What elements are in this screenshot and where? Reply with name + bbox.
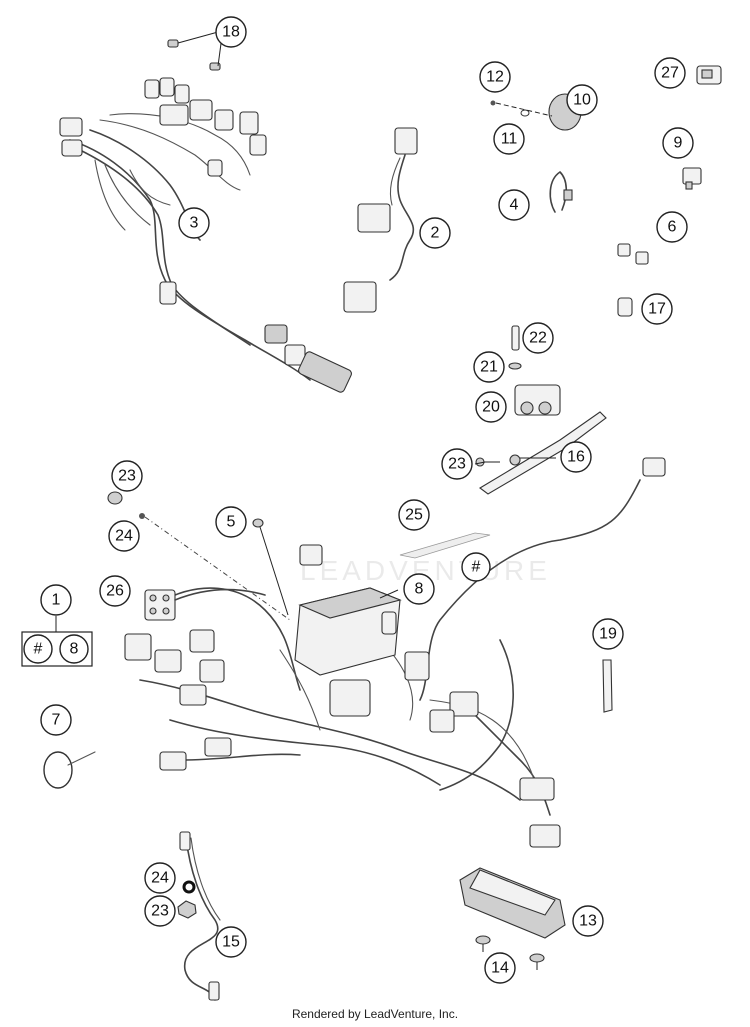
svg-text:#: # [34,641,43,658]
kit-1-box [21,631,93,667]
part-25-label [399,532,491,559]
callout-15: 15 [215,926,247,958]
callout-hash: # [461,552,491,582]
svg-text:5: 5 [227,514,236,531]
callout-23-bracket: 23 [441,448,473,480]
svg-text:6: 6 [668,219,677,236]
svg-text:8: 8 [70,641,79,658]
svg-text:9: 9 [674,135,683,152]
svg-text:2: 2 [431,225,440,242]
callout-4: 4 [498,189,530,221]
part-9-connector [682,167,702,190]
part-13-control-unit [459,867,566,939]
svg-text:23: 23 [448,456,466,473]
parts-20-22-holder [508,325,561,416]
svg-text:8: 8 [415,581,424,598]
callout-24-top-left: 24 [108,520,140,552]
callout-17: 17 [641,293,673,325]
svg-text:16: 16 [567,449,585,466]
callout-9: 9 [662,127,694,159]
callout-11: 11 [493,123,525,155]
callout-3: 3 [178,207,210,239]
callout-12: 12 [479,61,511,93]
svg-text:18: 18 [222,24,240,41]
part-15-ground-cable [177,831,221,1001]
callout-5: 5 [215,506,247,538]
part-17-fuse [617,297,633,317]
callout-1: 1 [40,584,72,616]
svg-text:27: 27 [661,65,679,82]
svg-text:17: 17 [648,301,666,318]
callout-24-bottom: 24 [144,862,176,894]
svg-text:3: 3 [190,215,199,232]
part-27-relay [696,65,722,85]
svg-text:26: 26 [106,583,124,600]
svg-text:12: 12 [486,69,504,86]
callout-8: 8 [403,573,435,605]
part-8-main-harness [124,457,666,848]
part-6-terminals [617,243,649,265]
svg-text:24: 24 [115,528,133,545]
part-26-connector [144,588,266,621]
svg-text:23: 23 [118,468,136,485]
callout-8-in-kit: 8 [59,634,89,664]
svg-text:11: 11 [501,131,518,148]
part-19-strap [602,659,613,713]
callout-10: 10 [566,84,598,116]
leader-lines [55,457,556,632]
callout-13: 13 [572,905,604,937]
svg-text:24: 24 [151,870,169,887]
part-18-sensors [167,31,223,71]
svg-text:4: 4 [510,197,519,214]
svg-text:15: 15 [222,934,240,951]
footer-credit: Rendered by LeadVenture, Inc. [291,1007,459,1021]
part-2-small-harness [343,127,418,313]
part-16-bracket [475,411,607,495]
callout-7: 7 [40,704,72,736]
svg-text:23: 23 [151,903,169,920]
parts-23-24-screws [107,491,291,621]
callout-2: 2 [419,217,451,249]
callout-25: 25 [398,499,430,531]
svg-text:19: 19 [599,626,617,643]
part-7-cable-tie [43,751,96,789]
svg-text:25: 25 [405,507,423,524]
callout-21: 21 [473,351,505,383]
callout-6: 6 [656,211,688,243]
part-14-screws [475,935,545,970]
callout-14: 14 [484,952,516,984]
part-5-nut [252,518,289,616]
part-4-clip [549,171,573,213]
callout-26: 26 [99,575,131,607]
svg-text:22: 22 [529,330,547,347]
callout-23-top-left: 23 [111,460,143,492]
svg-text:#: # [472,559,481,576]
svg-text:10: 10 [573,92,591,109]
svg-text:7: 7 [52,712,61,729]
svg-text:1: 1 [52,592,61,609]
callout-19: 19 [592,618,624,650]
callout-18: 18 [215,16,247,48]
callout-20: 20 [475,391,507,423]
callout-23-bottom: 23 [144,895,176,927]
part-3-upper-harness [59,77,352,393]
svg-text:20: 20 [482,399,500,416]
callout-16: 16 [560,441,592,473]
svg-text:14: 14 [491,960,509,977]
svg-text:21: 21 [480,359,498,376]
callout-hash-in-kit: # [23,634,53,664]
callout-22: 22 [522,322,554,354]
callout-27: 27 [654,57,686,89]
svg-text:13: 13 [579,913,597,930]
